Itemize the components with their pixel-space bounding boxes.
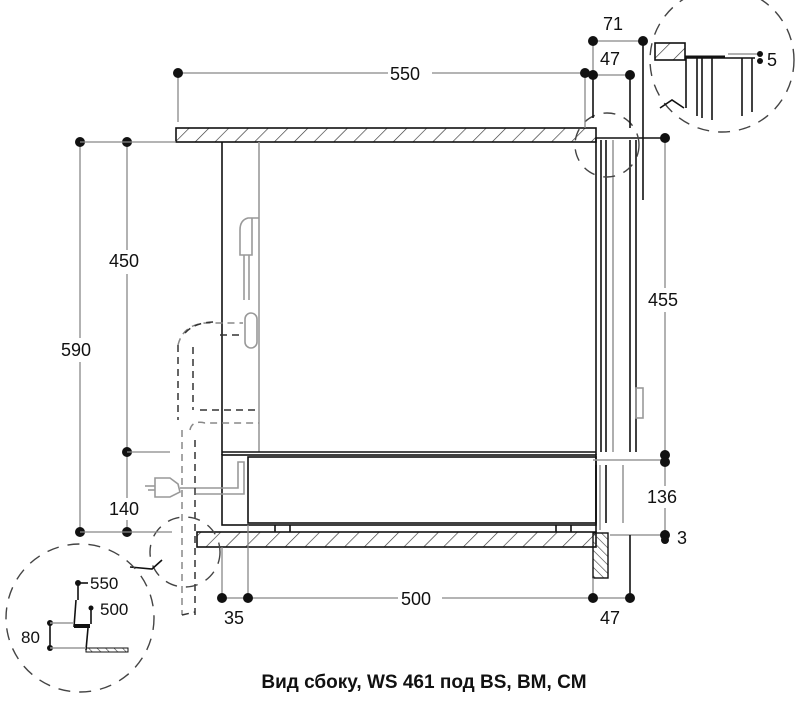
detail-dim-80: 80 bbox=[21, 628, 40, 647]
front-trim-hatched bbox=[592, 532, 609, 579]
power-plug-icon bbox=[145, 477, 196, 498]
dim-top-right-outer: 71 bbox=[603, 14, 623, 34]
dim-left-lower-height: 140 bbox=[109, 499, 139, 519]
dim-top-width: 550 bbox=[390, 64, 420, 84]
detail-bottom-left: 550 500 80 bbox=[5, 543, 155, 693]
detail-marker-top bbox=[574, 112, 640, 178]
dim-bottom-gap: 3 bbox=[677, 528, 687, 548]
detail-dim-550: 550 bbox=[90, 574, 118, 593]
dimension-lines bbox=[75, 36, 670, 603]
dim-bottom-width: 500 bbox=[401, 589, 431, 609]
detail-leader bbox=[129, 559, 163, 570]
detail-dim-500: 500 bbox=[100, 600, 128, 619]
appliance-body bbox=[221, 137, 665, 455]
detail-top-right: 5 bbox=[649, 0, 795, 133]
dim-bottom-left-offset: 35 bbox=[224, 608, 244, 628]
dim-right-height: 455 bbox=[648, 290, 678, 310]
dim-left-upper-height: 450 bbox=[109, 251, 139, 271]
dim-top-right-inner: 47 bbox=[600, 49, 620, 69]
cable-route-dashed bbox=[177, 321, 259, 616]
dim-left-total-height: 590 bbox=[61, 340, 91, 360]
top-shelf-hatched bbox=[175, 127, 597, 143]
dim-bottom-right-offset: 47 bbox=[600, 608, 620, 628]
bottom-shelf-hatched bbox=[196, 531, 597, 548]
dim-drawer-height: 136 bbox=[647, 487, 677, 507]
diagram-caption: Вид сбоку, WS 461 под BS, BM, CM bbox=[261, 672, 586, 693]
warming-drawer bbox=[196, 454, 665, 536]
detail-marker-bottom bbox=[149, 516, 221, 588]
dim-detail-gap: 5 bbox=[767, 50, 777, 70]
